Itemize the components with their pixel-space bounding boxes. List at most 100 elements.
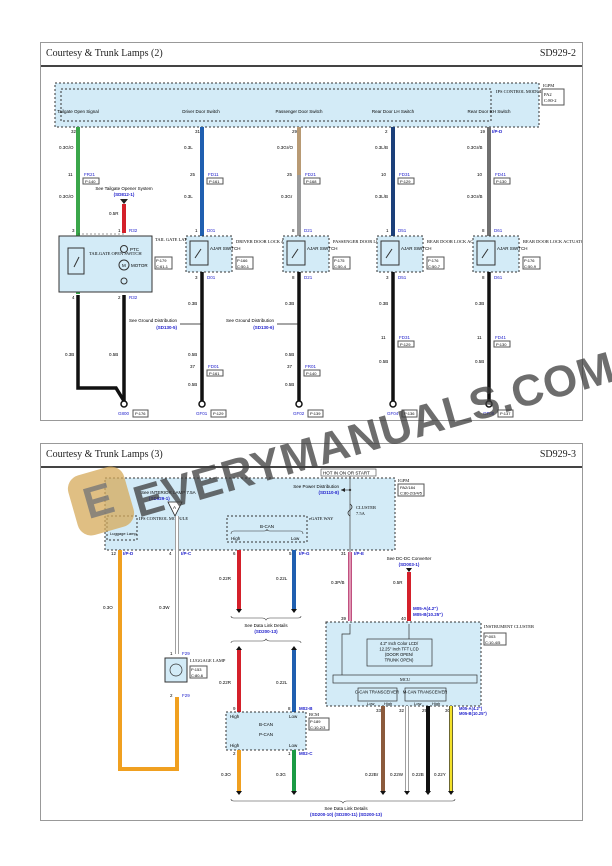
svg-text:39: 39 [341,616,347,621]
svg-text:GF02: GF02 [293,411,305,416]
svg-text:0.5B: 0.5B [285,352,294,357]
svg-text:0.3L: 0.3L [184,194,193,199]
svg-text:(SD130-6): (SD130-6) [253,325,274,330]
svg-text:11: 11 [381,335,386,340]
svg-text:AJAR SWITCH: AJAR SWITCH [210,246,241,251]
svg-text:0.3B: 0.3B [285,301,294,306]
svg-text:30: 30 [445,708,451,713]
svg-text:High: High [231,536,241,541]
svg-text:1: 1 [288,751,291,756]
svg-text:P:189: P:189 [310,719,321,724]
svg-text:I/P-D: I/P-D [492,129,503,134]
svg-text:8: 8 [288,706,291,711]
svg-text:0.5R: 0.5R [109,211,119,216]
svg-text:C:80-2: C:80-2 [544,98,557,103]
svg-text:3: 3 [195,275,198,280]
svg-text:P:161: P:161 [209,179,220,184]
door-column-driver: 0.3L 25 FD11 P:161 0.3L 1 D01 AJAR SWITC… [129,127,305,418]
svg-text:37: 37 [190,364,196,369]
svg-text:0.22B: 0.22B [412,772,424,777]
svg-text:40: 40 [401,616,407,621]
svg-text:AJAR SWITCH: AJAR SWITCH [307,246,338,251]
svg-text:P:129: P:129 [213,411,224,416]
svg-text:FR21: FR21 [84,172,96,177]
svg-text:Low: Low [414,701,421,706]
svg-text:A: A [173,505,176,510]
door-column-rear-rh: 0.3Gr/B 10 FD41 P:130 0.3Gr/B 8 D61 AJAR… [467,127,582,418]
bottom-see-refs: (SD200-10) (SD200-11) (SD200-13) [310,812,383,817]
svg-text:P:129: P:129 [400,179,411,184]
svg-text:2: 2 [118,295,121,300]
svg-text:D21: D21 [304,275,313,280]
wiring-diagram-2: IPS CONTROL MODULE IGPM PA2 C:80-2 Tailg… [54,82,582,418]
bottom-see-label: See Data Link Details [324,806,368,811]
svg-text:(SD110-8): (SD110-8) [318,490,339,495]
svg-text:FD31: FD31 [399,335,411,340]
svg-text:D51: D51 [398,228,407,233]
ground-g800: G800 [118,411,130,416]
svg-text:TRUNK OPEN): TRUNK OPEN) [385,658,414,663]
svg-text:P:130: P:130 [496,342,507,347]
door-column-rear-lh: 0.3L/B 10 FD31 P:129 0.3L/B 1 D51 AJAR S… [375,127,499,418]
svg-text:8: 8 [482,228,485,233]
svg-text:P:140: P:140 [306,371,317,376]
svg-text:FD01: FD01 [208,364,220,369]
svg-text:PA2: PA2 [544,92,552,97]
svg-text:0.5B: 0.5B [475,359,484,364]
svg-text:D01: D01 [207,275,216,280]
svg-text:29: 29 [422,708,428,713]
svg-text:Low: Low [289,714,298,719]
svg-text:High: High [432,701,440,706]
svg-text:31: 31 [341,551,347,556]
svg-text:MCU: MCU [400,677,411,682]
svg-text:0.3P/B: 0.3P/B [331,580,345,585]
svg-text:C:80-2/3/4/5: C:80-2/3/4/5 [400,491,423,496]
svg-text:P:153: P:153 [191,667,202,672]
svg-text:P:139: P:139 [310,411,321,416]
svg-text:0.22R: 0.22R [219,680,232,685]
svg-text:FD31: FD31 [399,172,411,177]
svg-text:Low: Low [367,701,374,706]
svg-text:P-CAN: P-CAN [259,732,273,737]
svg-text:25: 25 [287,172,293,177]
svg-text:3: 3 [72,228,75,233]
svg-text:0.22W: 0.22W [390,772,404,777]
svg-text:1: 1 [170,651,173,656]
svg-text:0.3Gr/B: 0.3Gr/B [467,194,483,199]
svg-text:I/P-D: I/P-D [123,551,134,556]
svg-text:M05-B(10.25"): M05-B(10.25") [413,612,443,617]
svg-text:32: 32 [399,708,405,713]
svg-text:See Tailgate Opener System: See Tailgate Opener System [95,186,152,191]
sheet-title: Courtesy & Trunk Lamps (3) [46,449,163,460]
sheet-code: SD929-2 [539,48,576,59]
svg-text:M02-C: M02-C [299,751,313,756]
svg-text:0.3Gr/O: 0.3Gr/O [277,145,294,150]
svg-text:31: 31 [195,129,201,134]
svg-text:See Power Distribution: See Power Distribution [293,484,339,489]
sheet-title: Courtesy & Trunk Lamps (2) [46,48,163,59]
svg-text:TAILGATE OPEN SWITCH: TAILGATE OPEN SWITCH [89,251,142,256]
svg-text:D61: D61 [494,228,503,233]
module-name: IPS CONTROL MODULE [496,89,545,94]
svg-text:C-CAN TRANSCEIVER: C-CAN TRANSCEIVER [355,690,399,695]
svg-text:PA2/184: PA2/184 [400,485,416,490]
svg-text:P:166: P:166 [237,258,248,263]
svg-text:9: 9 [233,706,236,711]
diagram-sheet-3: Courtesy & Trunk Lamps (3) SD929-3 HOT I… [40,443,583,821]
diagram-sheet-2: Courtesy & Trunk Lamps (2) SD929-2 IPS C… [40,42,583,421]
pin-label-rear-rh: Rear Door RH Switch [467,109,511,114]
svg-text:(SD130-5): (SD130-5) [156,325,177,330]
svg-text:M-CAN TRANSCEIVER: M-CAN TRANSCEIVER [403,690,448,695]
svg-text:0.5B: 0.5B [379,359,388,364]
svg-text:4.2" Inch Color LCD/: 4.2" Inch Color LCD/ [380,641,419,646]
svg-text:0.3L: 0.3L [184,145,193,150]
svg-text:F29: F29 [182,651,190,656]
svg-text:I/P-G: I/P-G [299,551,310,556]
svg-text:M05-B(10.25"): M05-B(10.25") [459,711,487,716]
svg-text:12.25" Inch TFT LCD: 12.25" Inch TFT LCD [379,647,418,652]
svg-text:0.3L/B: 0.3L/B [375,194,388,199]
svg-text:P:137: P:137 [500,411,511,416]
hot-label: HOT IN ON OR START [323,471,370,476]
svg-text:AJAR SWITCH: AJAR SWITCH [497,246,528,251]
svg-text:10: 10 [381,172,387,177]
